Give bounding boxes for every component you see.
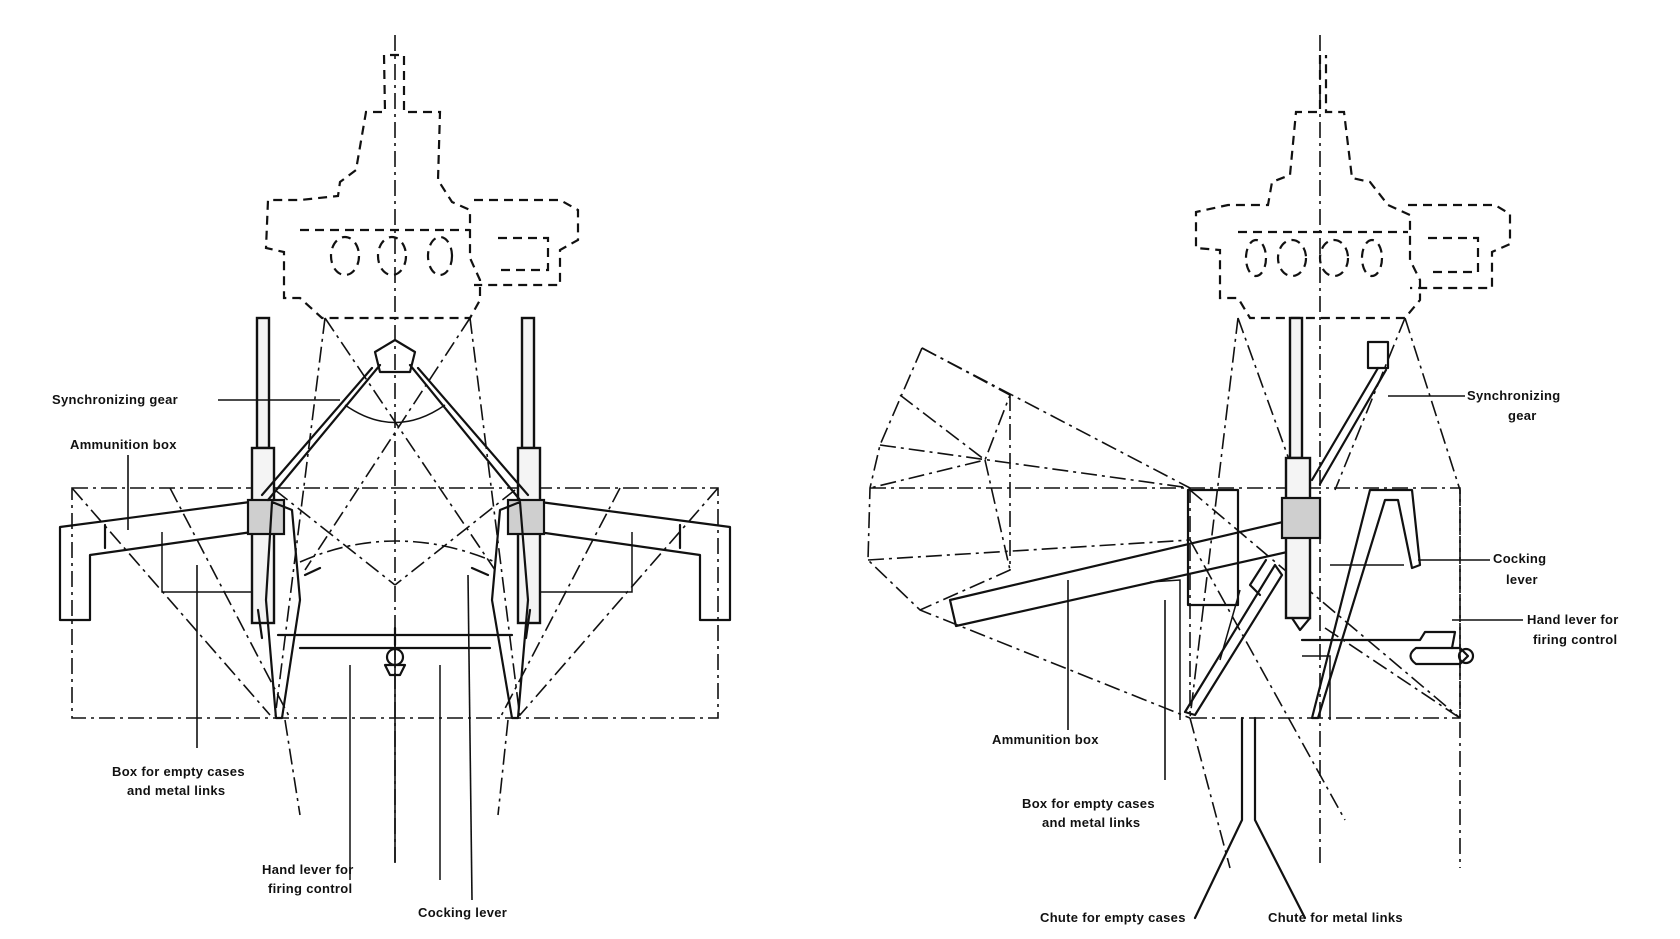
right-label-hand-lever-2: firing control [1533, 632, 1617, 647]
right-hand-lever [1300, 630, 1475, 720]
right-machine-gun [1280, 316, 1322, 632]
right-label-chute-empty-cases: Chute for empty cases [1040, 910, 1186, 925]
right-chutes [1183, 558, 1307, 920]
left-label-box-empty-cases-2: and metal links [127, 783, 225, 798]
left-label-hand-lever-2: firing control [268, 881, 352, 896]
right-fuselage-frame [870, 487, 1461, 719]
right-construction-lines [1189, 317, 1461, 869]
right-cocking-lever [1310, 488, 1422, 720]
right-label-chute-metal-links: Chute for metal links [1268, 910, 1403, 925]
left-machine-guns [246, 316, 546, 640]
left-label-cocking-lever: Cocking lever [418, 905, 507, 920]
left-labels: Synchronizing gear Ammunition box Box fo… [52, 392, 507, 920]
left-gun-barrel-2 [520, 316, 536, 450]
right-labels: Synchronizing gear Cocking lever Hand le… [992, 388, 1619, 925]
left-label-ammunition-box: Ammunition box [70, 437, 177, 452]
right-ammunition-box-envelope [867, 347, 1191, 719]
left-synchronizing-gear [260, 338, 530, 502]
right-label-box-empty-cases-1: Box for empty cases [1022, 796, 1155, 811]
right-synchronizing-gear [1310, 340, 1390, 486]
right-label-box-empty-cases-2: and metal links [1042, 815, 1140, 830]
right-leader-lines [1067, 395, 1523, 780]
right-label-cocking-lever-2: lever [1506, 572, 1538, 587]
left-case-chutes [264, 500, 530, 720]
left-fuselage-frame [71, 487, 719, 719]
left-view: Synchronizing gear Ammunition box Box fo… [52, 35, 732, 920]
right-engine-outline [1194, 55, 1512, 320]
left-label-box-empty-cases-1: Box for empty cases [112, 764, 245, 779]
left-gun-barrel-1 [255, 316, 271, 450]
left-gun-body-2 [516, 446, 542, 625]
right-label-synchronizing-gear-2: gear [1508, 408, 1537, 423]
right-gun-barrel [1288, 316, 1304, 460]
right-label-synchronizing-gear-1: Synchronizing [1467, 388, 1560, 403]
left-firing-control [276, 626, 514, 880]
left-label-hand-lever-1: Hand lever for [262, 862, 354, 877]
left-engine-outline [264, 53, 580, 320]
left-construction-lines [71, 317, 719, 816]
right-label-ammunition-box: Ammunition box [992, 732, 1099, 747]
left-label-synchronizing-gear: Synchronizing gear [52, 392, 178, 407]
left-gun-body-1 [250, 446, 276, 625]
left-leader-lines [127, 399, 473, 901]
right-label-cocking-lever-1: Cocking [1493, 551, 1546, 566]
right-label-hand-lever-1: Hand lever for [1527, 612, 1619, 627]
right-view: Synchronizing gear Cocking lever Hand le… [867, 35, 1619, 925]
